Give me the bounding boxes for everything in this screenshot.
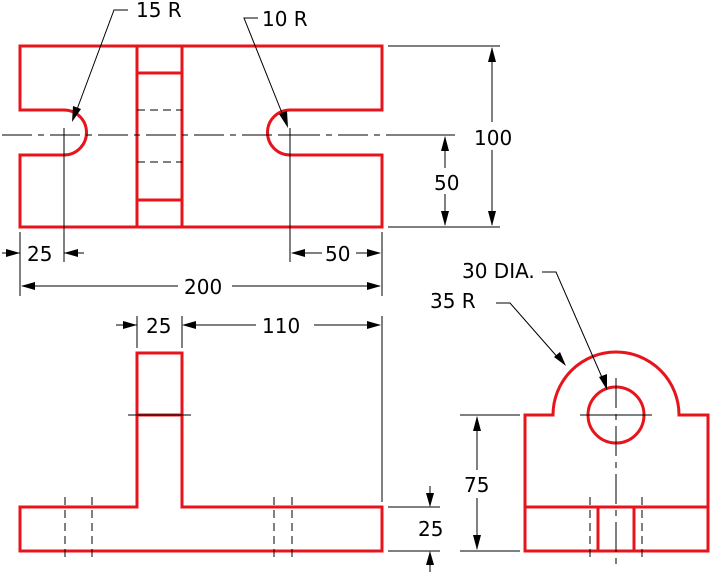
label-radius-right: 10 R	[262, 7, 308, 31]
label-hole-diameter: 30 DIA.	[462, 259, 535, 283]
label-radius-left: 15 R	[136, 0, 182, 22]
arrowhead	[426, 493, 434, 507]
front-view: 25 110 25	[18, 314, 443, 572]
side-view: 30 DIA. 35 R 75	[430, 259, 710, 570]
arrowhead	[441, 136, 449, 151]
leader-15r	[75, 9, 128, 113]
label-width-overall: 200	[184, 275, 222, 299]
arrowhead	[72, 106, 81, 122]
label-rib-offset: 110	[262, 314, 300, 338]
side-view-outline	[523, 350, 710, 553]
arrowhead	[279, 111, 288, 128]
top-view-outline	[18, 44, 384, 229]
leader-35r	[496, 302, 561, 361]
arrowhead	[488, 47, 496, 62]
arrowhead	[473, 416, 481, 431]
arrowhead	[123, 321, 137, 329]
top-view: 15 R 10 R 100 50 25 50	[2, 0, 514, 299]
leader-30dia	[542, 271, 605, 383]
label-offset-left: 25	[27, 242, 52, 266]
arrowhead	[426, 551, 434, 565]
arrowhead	[367, 249, 381, 257]
arrowhead	[488, 211, 496, 226]
label-offset-right: 50	[325, 242, 350, 266]
label-rib-width: 25	[146, 314, 171, 338]
label-radius: 35 R	[430, 289, 476, 313]
label-height: 75	[464, 473, 489, 497]
leader-10r	[243, 17, 285, 119]
arrowhead	[291, 249, 305, 257]
arrowhead	[473, 535, 481, 550]
arrowhead	[21, 282, 35, 290]
arrowhead	[367, 321, 381, 329]
arrowhead	[554, 352, 566, 366]
arrowhead	[6, 249, 20, 257]
label-base-height: 25	[418, 517, 443, 541]
arrowhead	[64, 249, 78, 257]
front-view-outline	[18, 351, 384, 553]
arrowhead	[441, 211, 449, 226]
label-height-overall: 100	[474, 126, 512, 150]
arrowhead	[599, 374, 607, 390]
arrowhead	[367, 282, 381, 290]
label-height-slot: 50	[434, 171, 459, 195]
